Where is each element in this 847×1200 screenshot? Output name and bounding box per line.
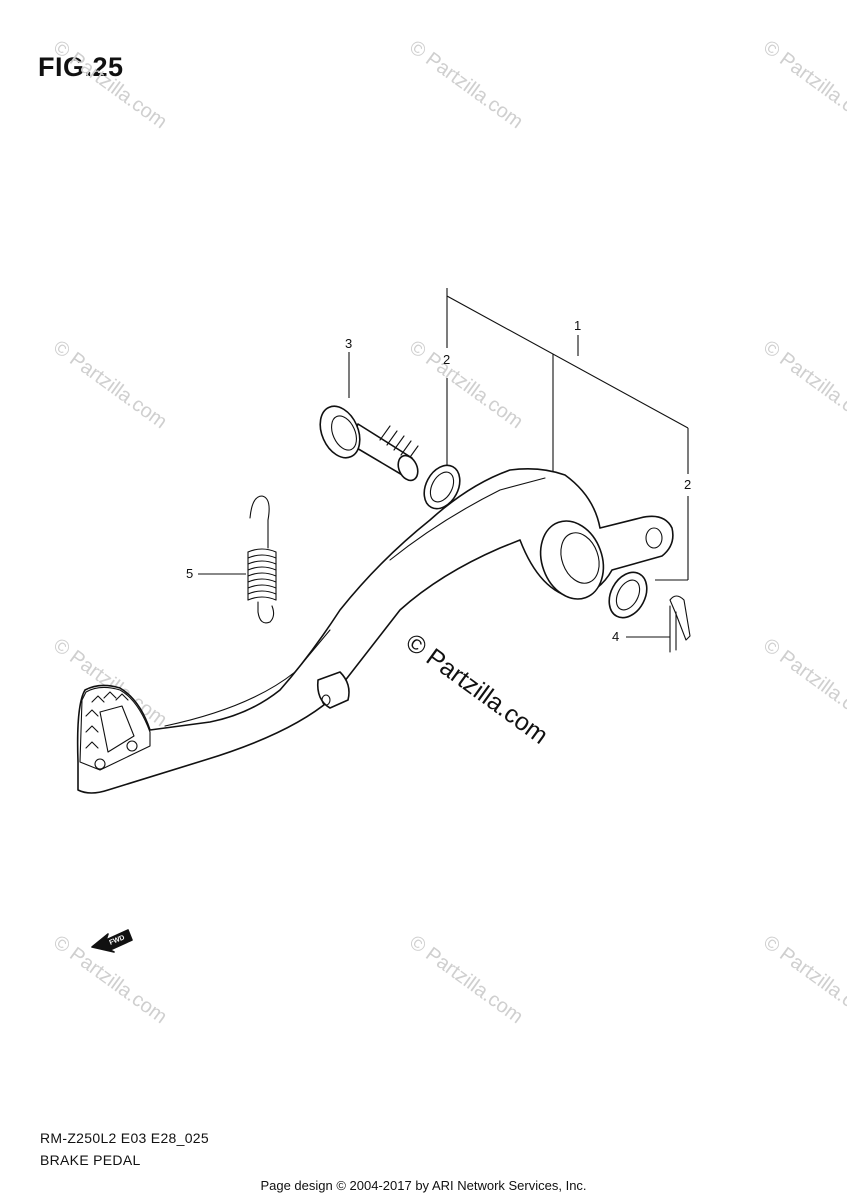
watermark: © Partzilla.com [405, 36, 527, 133]
diagram-code: RM-Z250L2 E03 E28_025 [40, 1130, 209, 1146]
watermark: © Partzilla.com [759, 931, 847, 1028]
callout-number: 2 [684, 477, 691, 492]
figure-title: FIG.25 [38, 52, 124, 82]
watermark-main: © Partzilla.com [400, 628, 553, 750]
watermark: © Partzilla.com [759, 336, 847, 433]
watermark: © Partzilla.com [405, 336, 527, 433]
footer-copyright: Page design © 2004-2017 by ARI Network S… [260, 1178, 587, 1193]
brake-pedal [76, 468, 674, 794]
watermark: © Partzilla.com [405, 931, 527, 1028]
cotter-pin [669, 595, 691, 653]
fwd-arrow-icon: FWD [91, 929, 133, 953]
watermark: © Partzilla.com [759, 36, 847, 133]
return-spring [247, 495, 277, 624]
washer-upper [423, 464, 461, 510]
watermark: © Partzilla.com [49, 36, 171, 133]
callout-number: 2 [443, 352, 450, 367]
pivot-bolt [319, 405, 419, 482]
callout-number: 5 [186, 566, 193, 581]
callout-number: 4 [612, 629, 619, 644]
leader-lines [198, 288, 689, 638]
watermark: © Partzilla.com [49, 336, 171, 433]
diagram-name: BRAKE PEDAL [40, 1152, 141, 1168]
washer-lower [608, 571, 648, 619]
watermark: © Partzilla.com [759, 634, 847, 731]
callout-number: 3 [345, 336, 352, 351]
callout-number: 1 [574, 318, 581, 333]
